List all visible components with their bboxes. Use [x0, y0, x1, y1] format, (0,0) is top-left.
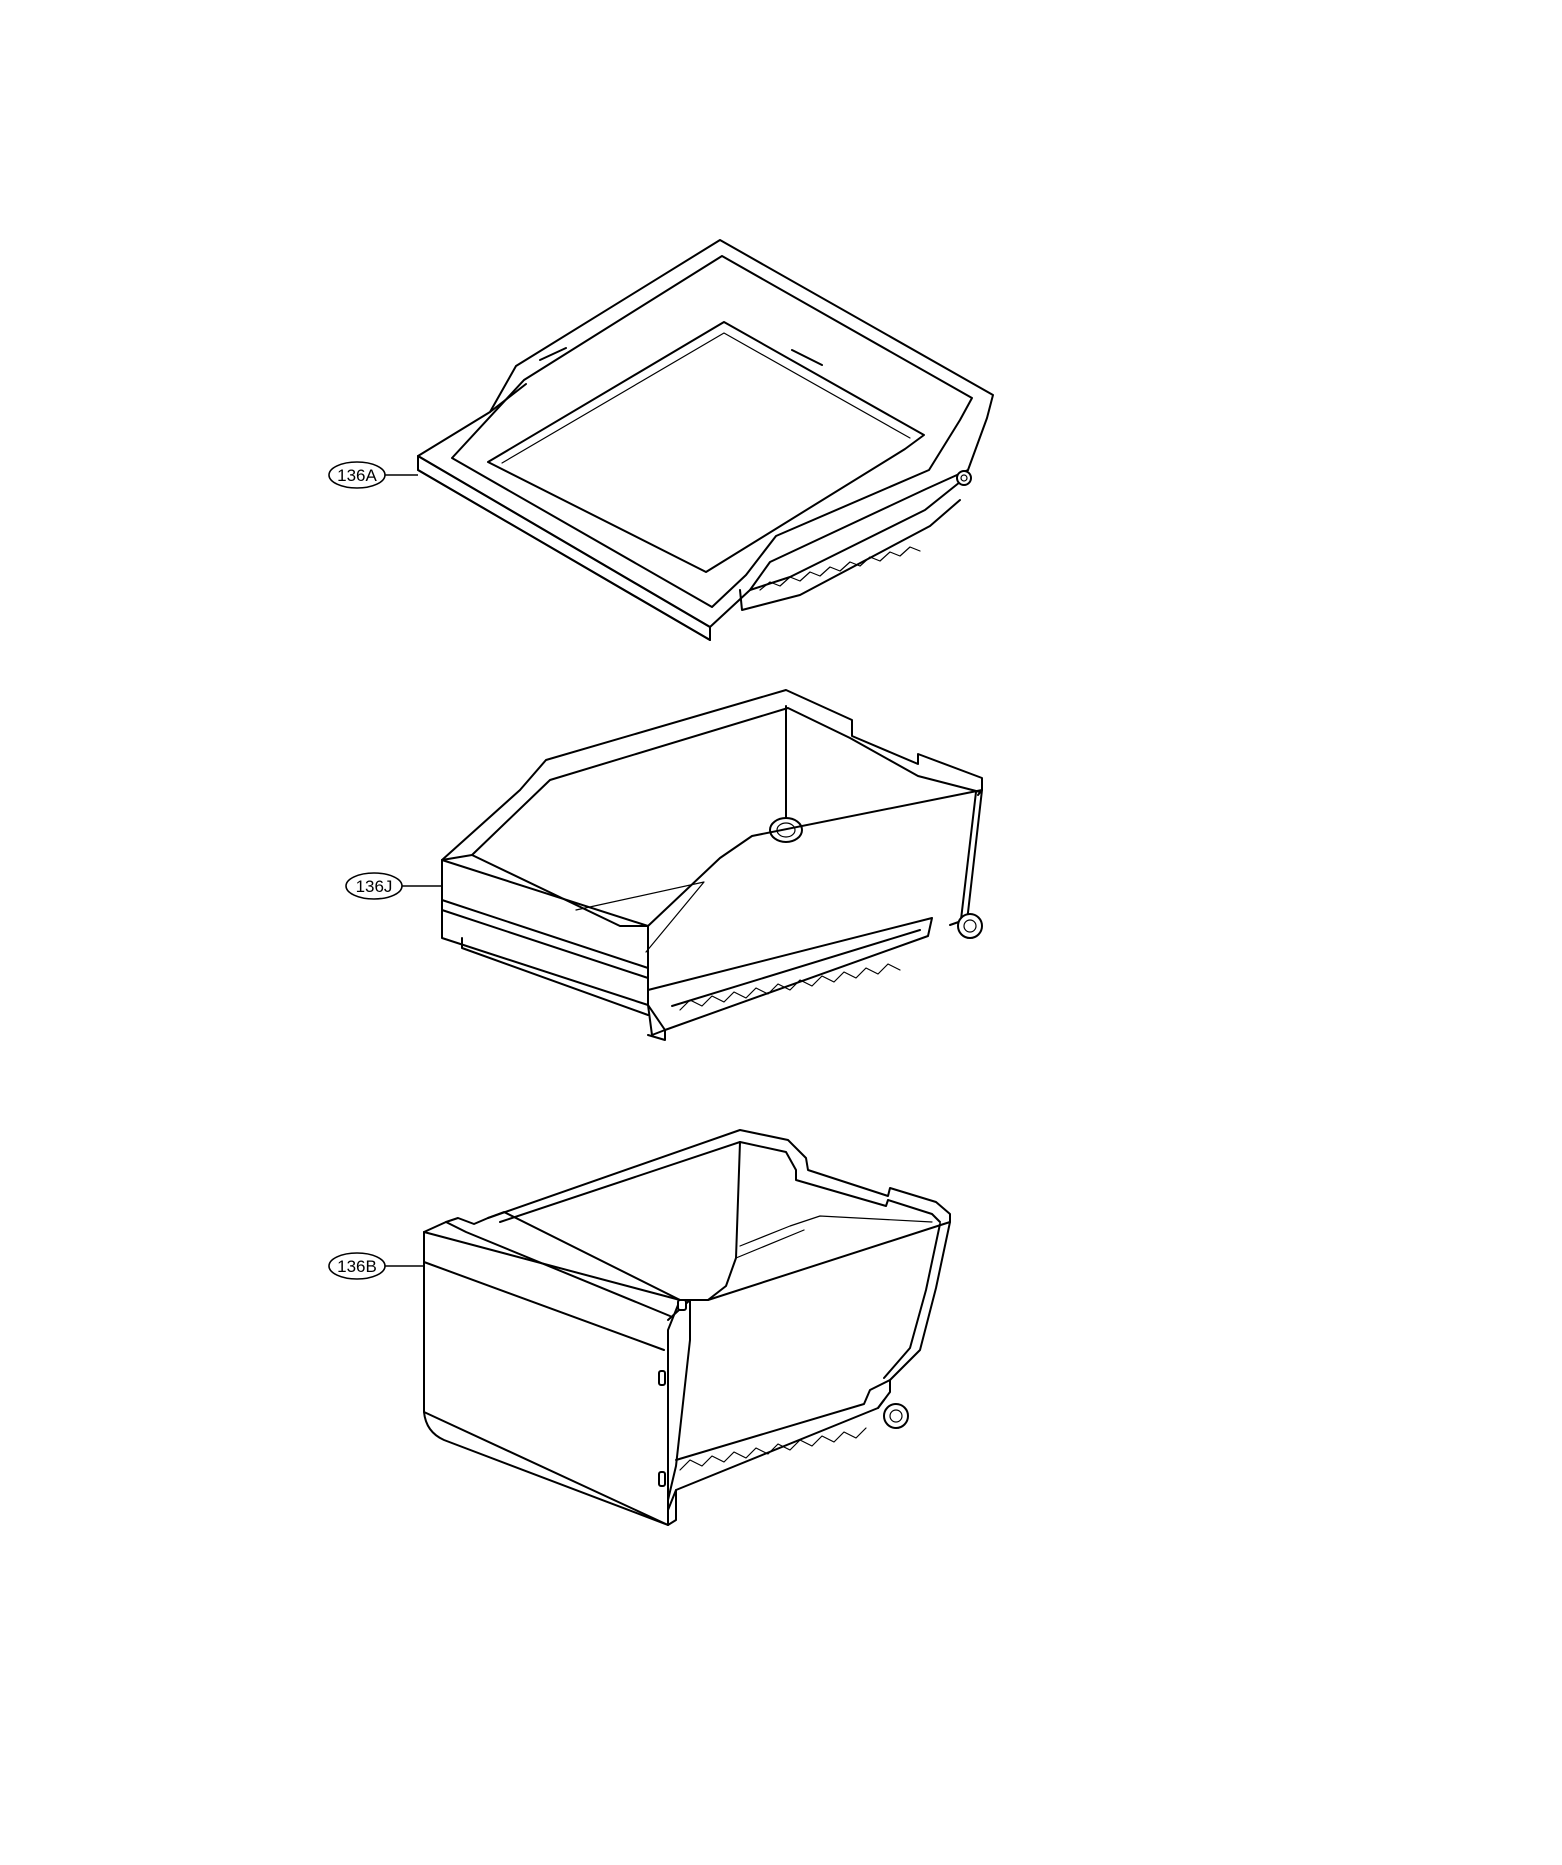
drawer-136j-drawing: [441, 689, 983, 1041]
callout-136a: 136A: [328, 461, 418, 489]
tray-136a-drawing: [417, 239, 994, 641]
drawer-136b-drawing: [423, 1129, 951, 1526]
callout-136j: 136J: [345, 872, 442, 900]
callout-136b: 136B: [328, 1252, 424, 1280]
callout-label-136b: 136B: [337, 1257, 377, 1276]
callout-oval-136a: [328, 461, 386, 489]
callout-oval-136j: [345, 872, 403, 900]
callout-oval-136b: [328, 1252, 386, 1280]
callout-label-136j: 136J: [356, 877, 393, 896]
callout-label-136a: 136A: [337, 466, 377, 485]
